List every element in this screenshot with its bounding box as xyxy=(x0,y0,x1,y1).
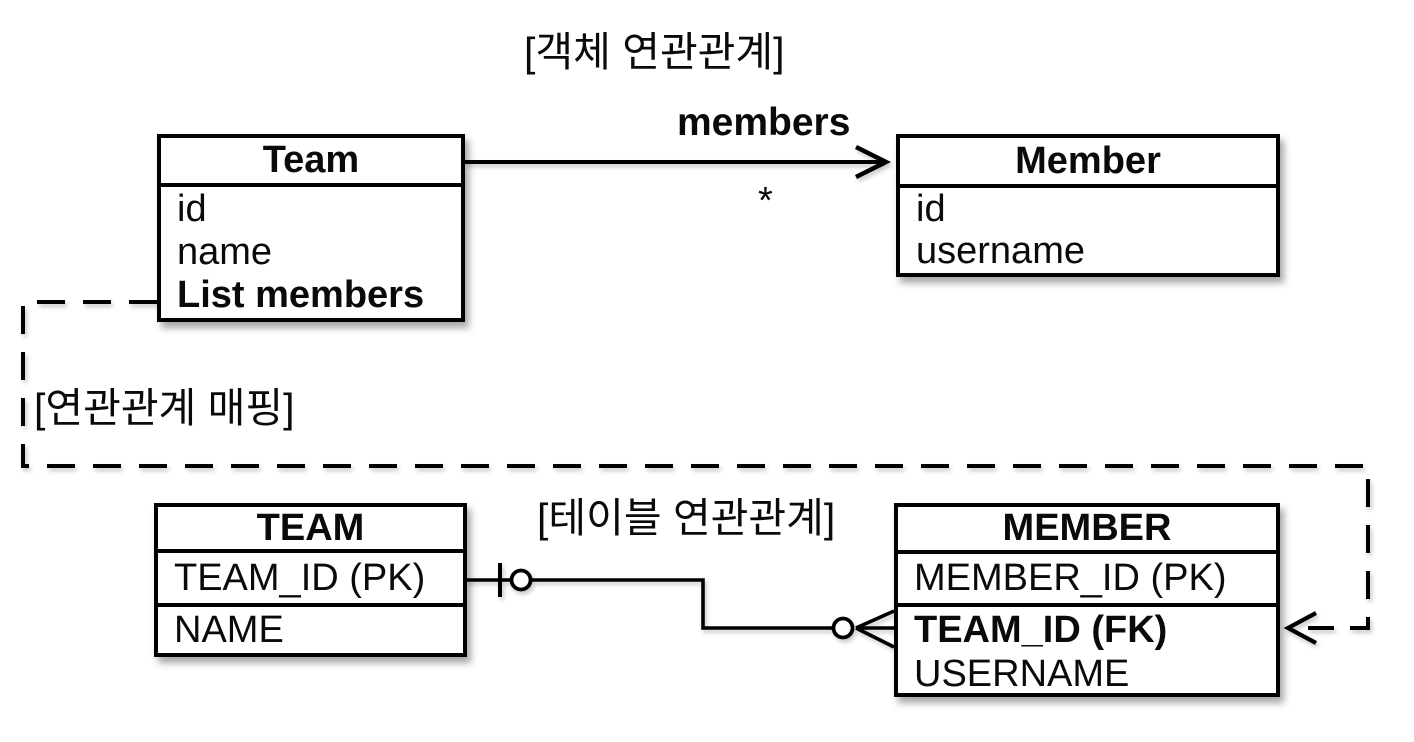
field-member-id: id xyxy=(916,188,946,230)
table-box-team: TEAM TEAM_ID (PK) NAME xyxy=(154,503,467,657)
mapping-dashed-connector xyxy=(21,300,1370,645)
table-relationship-connector xyxy=(465,563,895,649)
table-association-title: [테이블 연관관계] xyxy=(537,495,836,541)
column-member-id-pk: MEMBER_ID (PK) xyxy=(898,554,1276,607)
field-team-id: id xyxy=(177,188,207,230)
table-box-member: MEMBER MEMBER_ID (PK) TEAM_ID (FK) USERN… xyxy=(894,503,1280,697)
dashed-arrowhead-icon xyxy=(1283,611,1317,645)
column-team-id-pk: TEAM_ID (PK) xyxy=(158,553,463,607)
class-box-member: Member id username xyxy=(896,134,1280,277)
class-title-team: Team xyxy=(161,138,461,187)
table-title-team: TEAM xyxy=(158,507,463,553)
association-name-label: members xyxy=(677,101,851,144)
field-member-username: username xyxy=(916,230,1085,272)
association-multiplicity-label: * xyxy=(758,180,773,222)
optional-circle-icon xyxy=(509,568,533,592)
column-team-name: NAME xyxy=(174,608,284,651)
class-box-team: Team id name List members xyxy=(157,134,465,322)
column-member-username: USERNAME xyxy=(914,653,1130,695)
association-arrow xyxy=(465,144,892,180)
table-title-member: MEMBER xyxy=(898,507,1276,554)
column-member-team-id-fk: TEAM_ID (FK) xyxy=(914,609,1168,651)
object-association-title: [객체 연관관계] xyxy=(524,29,785,75)
optional-circle-icon xyxy=(831,616,855,640)
class-title-member: Member xyxy=(900,138,1276,188)
mapping-title: [연관관계 매핑] xyxy=(34,385,295,431)
crow-foot-many-icon xyxy=(855,609,895,649)
open-arrowhead-icon xyxy=(854,144,892,180)
field-team-name: name xyxy=(177,231,273,273)
field-team-list-members: List members xyxy=(177,274,425,316)
